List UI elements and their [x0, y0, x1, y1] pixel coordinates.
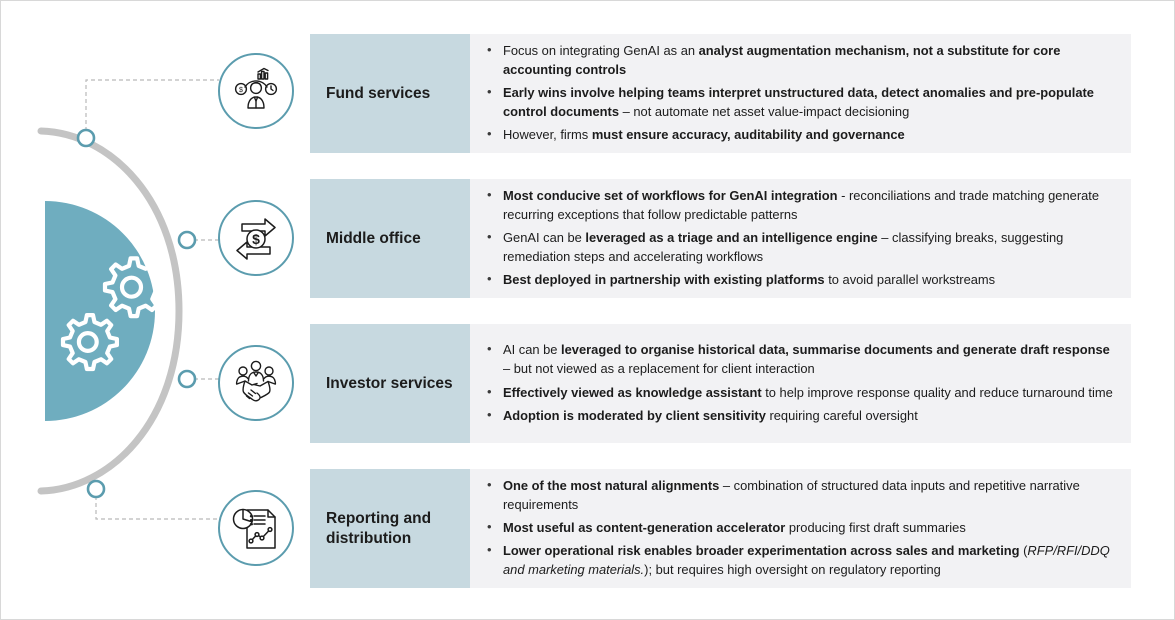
row-label-fund-services: Fund services — [310, 34, 470, 153]
bullet-item: Lower operational risk enables broader e… — [482, 541, 1117, 580]
svg-text:$: $ — [252, 231, 260, 247]
row-body-fund-services: Focus on integrating GenAI as an analyst… — [470, 34, 1131, 153]
bullet-item: Effectively viewed as knowledge assistan… — [482, 383, 1117, 403]
icon-circle-reporting-distribution — [218, 490, 294, 566]
connector-line-4 — [95, 489, 219, 520]
hero-arc — [37, 127, 183, 495]
row-body-middle-office: Most conducive set of workflows for GenA… — [470, 179, 1131, 298]
row-label-middle-office: Middle office — [310, 179, 470, 298]
row-label-text: Fund services — [326, 84, 431, 102]
hero-semicircle — [45, 201, 155, 421]
row-label-text: Reporting and distribution — [326, 510, 432, 547]
row-fund-services: Fund services Focus on integrating GenAI… — [310, 34, 1131, 153]
bullet-item: Most useful as content-generation accele… — [482, 518, 1117, 538]
money-transfer-icon: $ — [236, 218, 276, 260]
bullet-item: Best deployed in partnership with existi… — [482, 270, 1117, 290]
connector-line-1 — [85, 79, 219, 138]
row-body-investor-services: AI can be leveraged to organise historic… — [470, 324, 1131, 443]
arc-node-4 — [86, 479, 106, 499]
bullet-item: Focus on integrating GenAI as an analyst… — [482, 41, 1117, 80]
bullet-item: One of the most natural alignments – com… — [482, 476, 1117, 515]
row-label-text: Investor services — [326, 374, 453, 392]
bullet-item: AI can be leveraged to organise historic… — [482, 340, 1117, 379]
arc-node-2 — [177, 230, 197, 250]
bullet-item: Most conducive set of workflows for GenA… — [482, 186, 1117, 225]
bullet-list: Most conducive set of workflows for GenA… — [482, 182, 1117, 294]
row-label-investor-services: Investor services — [310, 324, 470, 443]
row-body-reporting-distribution: One of the most natural alignments – com… — [470, 469, 1131, 588]
bullet-item: GenAI can be leveraged as a triage and a… — [482, 228, 1117, 267]
bullet-list: One of the most natural alignments – com… — [482, 472, 1117, 584]
report-chart-document-icon — [232, 508, 276, 549]
hero-svg — [37, 79, 219, 520]
hero-graphic — [1, 1, 306, 619]
gears-icon — [60, 256, 165, 372]
bullet-list: Focus on integrating GenAI as an analyst… — [482, 37, 1117, 149]
icon-circle-investor-services — [218, 345, 294, 421]
bullet-item: Early wins involve helping teams interpr… — [482, 83, 1117, 122]
row-investor-services: Investor services AI can be leveraged to… — [310, 324, 1131, 443]
arc-node-1 — [76, 128, 96, 148]
row-reporting-distribution: Reporting and distribution One of the mo… — [310, 469, 1131, 588]
icon-circle-middle-office: $ — [218, 200, 294, 276]
svg-text:$: $ — [239, 87, 243, 94]
row-label-reporting-distribution: Reporting and distribution — [310, 469, 470, 588]
bullet-list: AI can be leveraged to organise historic… — [482, 337, 1117, 430]
row-middle-office: Middle office Most conducive set of work… — [310, 179, 1131, 298]
analyst-growth-icon: $ — [234, 67, 278, 109]
row-label-text: Middle office — [326, 229, 421, 247]
arc-node-3 — [177, 369, 197, 389]
bullet-item: However, firms must ensure accuracy, aud… — [482, 125, 1117, 145]
handshake-people-icon — [235, 360, 277, 402]
icon-circle-fund-services: $ — [218, 53, 294, 129]
bullet-item: Adoption is moderated by client sensitiv… — [482, 406, 1117, 426]
